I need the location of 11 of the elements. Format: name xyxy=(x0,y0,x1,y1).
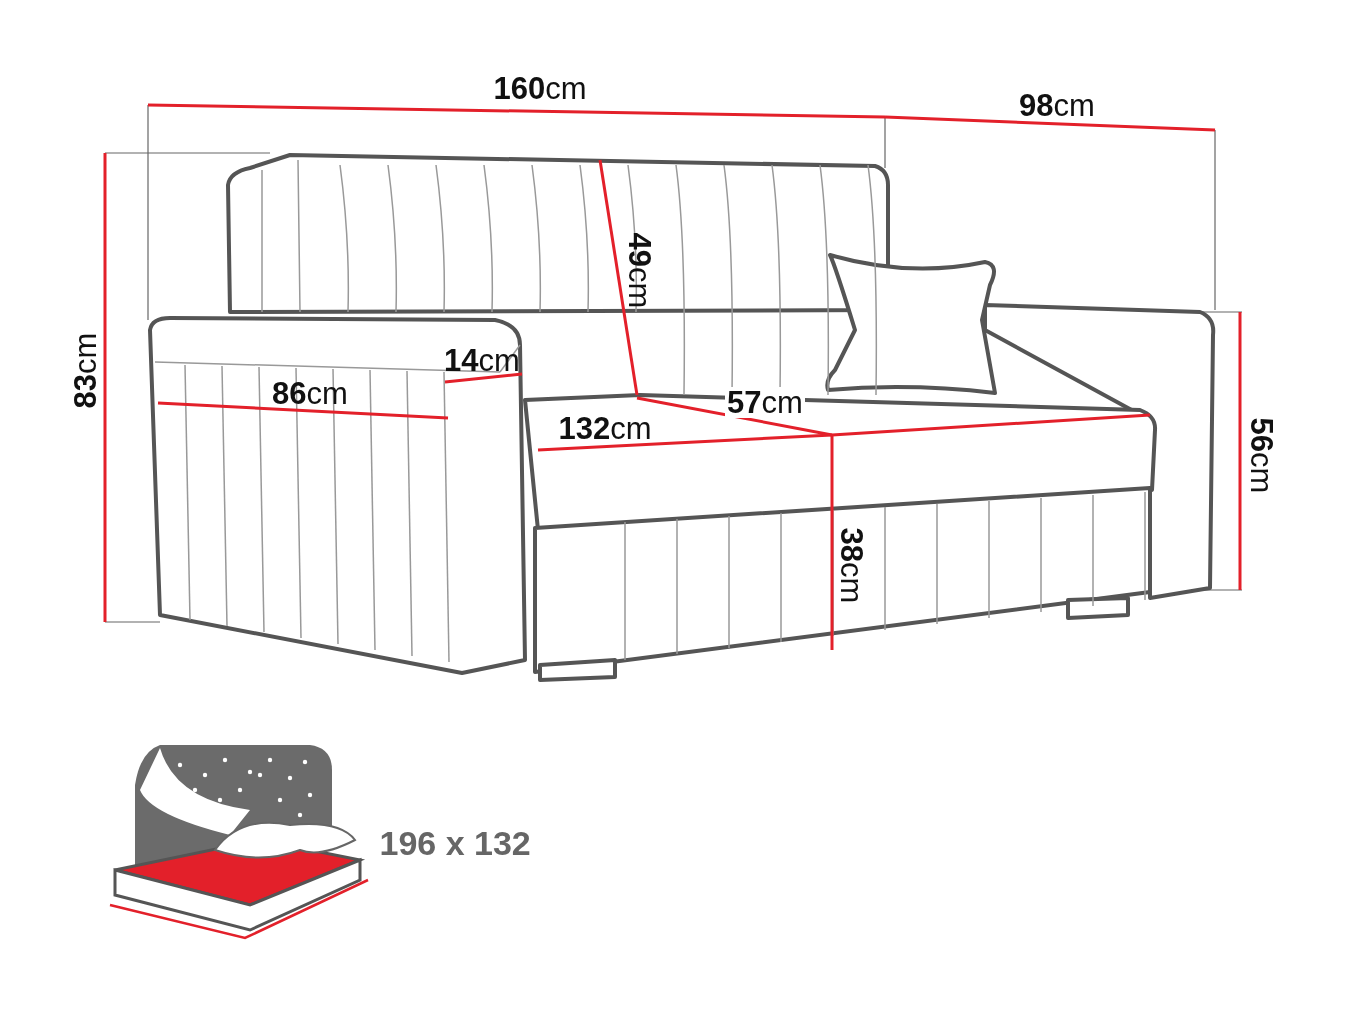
dimension-label: 98cm xyxy=(1019,89,1095,121)
dimension-label: 14cm xyxy=(444,344,520,376)
dimension-label: 56cm xyxy=(1246,417,1278,493)
dimension-label: 132cm xyxy=(558,412,652,444)
dimension-label: 57cm xyxy=(725,386,805,418)
dimension-label: 160cm xyxy=(493,72,587,104)
dimension-label: 83cm xyxy=(70,332,102,408)
dimension-label: 86cm xyxy=(272,377,348,409)
mattress-size-label: 196 x 132 xyxy=(379,826,531,860)
dimension-label: 38cm xyxy=(836,527,868,603)
dimension-label: 49cm xyxy=(624,232,656,308)
